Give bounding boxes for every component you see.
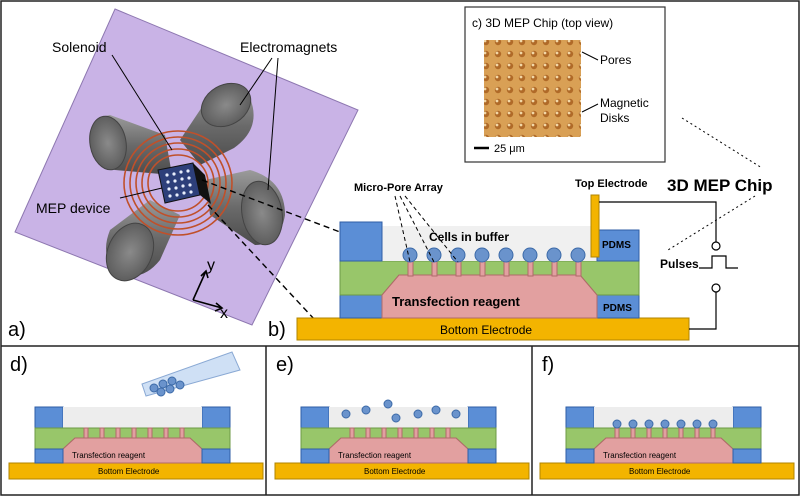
electromagnet-leader-1 (239, 57, 273, 106)
trapped-cells-f (612, 419, 718, 429)
mep-device-label: MEP device (36, 200, 111, 216)
transfection-label-d: Transfection reagent (72, 451, 146, 460)
electromagnet-top-right (180, 82, 254, 165)
solenoid-leader (111, 54, 173, 151)
mep-device-chip (157, 162, 211, 204)
axis-y-label: y (207, 257, 215, 274)
pdms-upper-left (339, 221, 383, 262)
pdms-lower-left (339, 294, 383, 319)
magnetic-leader (581, 103, 599, 113)
panel-d: d) Bottom Electrode Transfection reagent (8, 351, 264, 480)
pores-leader (581, 51, 599, 61)
panel-f-letter: f) (542, 354, 554, 376)
electromagnets-label: Electromagnets (240, 39, 337, 55)
floating-cells-e (341, 399, 461, 423)
bottom-electrode-label-f: Bottom Electrode (629, 467, 691, 476)
zoom-line-1 (201, 179, 341, 233)
panel-b: b) Bottom Electrode PDMS Transfection re… (268, 176, 772, 341)
panel-f: f) Bottom Electrode Transfection reagent (539, 354, 795, 480)
electromagnet-leader-2 (267, 57, 279, 191)
panel-d-letter: d) (10, 354, 28, 376)
panel-a: Solenoid Electromagnets MEP device y x a… (8, 8, 359, 341)
chip-dotted-2 (667, 195, 756, 251)
chip-top-view-image (484, 40, 581, 137)
transfection-label-f: Transfection reagent (603, 451, 677, 460)
magnetic-label-line1: Magnetic (600, 96, 649, 110)
cells-label: Cells in buffer (429, 230, 509, 244)
chip-dotted-1 (681, 117, 763, 169)
panel-a-letter: a) (8, 319, 26, 341)
pulses-label: Pulses (660, 257, 699, 271)
pdms-top-label: PDMS (602, 240, 631, 251)
pores-label: Pores (600, 53, 631, 67)
bottom-electrode-label-e: Bottom Electrode (364, 467, 426, 476)
top-electrode (590, 194, 600, 258)
magnetic-label-line2: Disks (600, 111, 629, 125)
panel-c-title: c) 3D MEP Chip (top view) (472, 16, 613, 30)
panel-c: c) 3D MEP Chip (top view) Pores Magnetic… (464, 6, 666, 163)
pulse-circuit (599, 201, 738, 330)
pdms-upper-right (596, 229, 640, 262)
electromagnet-bottom-left (105, 200, 180, 282)
solenoid-coils (123, 130, 233, 236)
zoom-line-2 (207, 204, 316, 321)
chip-label: 3D MEP Chip (667, 176, 772, 195)
panel-e: e) Bottom Electrode Transfection reagent (274, 354, 530, 480)
pdms-bottom-label: PDMS (603, 303, 632, 314)
xy-axes (192, 269, 224, 312)
solenoid-label: Solenoid (52, 39, 107, 55)
bottom-electrode-label-b: Bottom Electrode (440, 323, 532, 337)
cells-b (402, 247, 586, 263)
bottom-electrode-label-d: Bottom Electrode (98, 467, 160, 476)
micropore-leaders (394, 195, 459, 263)
panel-b-letter: b) (268, 319, 286, 341)
micropore-label: Micro-Pore Array (354, 182, 444, 194)
transfection-label-e: Transfection reagent (338, 451, 412, 460)
mep-device-leader (119, 187, 163, 199)
panel-e-letter: e) (276, 354, 294, 376)
transfection-label-b: Transfection reagent (392, 294, 521, 309)
scale-bar-label: 25 μm (494, 143, 525, 155)
top-electrode-label: Top Electrode (575, 178, 648, 190)
axis-x-label: x (220, 305, 228, 322)
